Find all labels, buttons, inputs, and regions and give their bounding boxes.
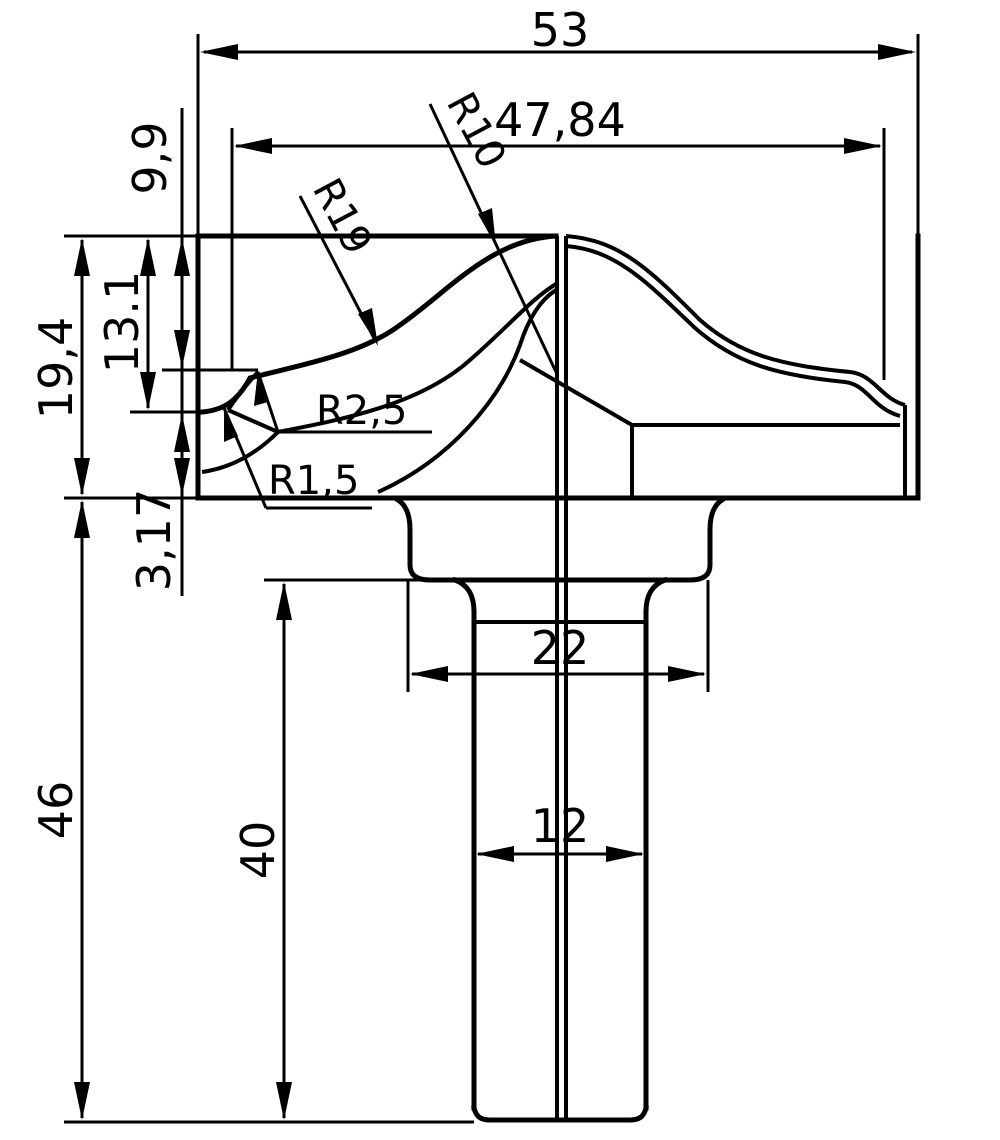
arrow-131-bottom	[140, 372, 156, 410]
arrow-131-top	[140, 238, 156, 276]
right-profile-inner	[565, 244, 901, 418]
shank-left-fillet	[451, 576, 477, 615]
arrow-53-right	[878, 44, 916, 60]
label-radius-r19: R19	[303, 171, 381, 262]
arrow-99-bottom	[174, 330, 190, 368]
label-height-9-9: 9,9	[123, 121, 177, 194]
arrow-46-bottom	[74, 1082, 90, 1120]
arrow-12-right	[606, 846, 644, 862]
arrow-53-left	[200, 44, 238, 60]
arrow-r15	[224, 406, 238, 442]
label-height-46: 46	[29, 781, 83, 840]
label-height-3-17: 3,17	[127, 489, 181, 591]
label-radius-r1-5: R1,5	[268, 458, 359, 504]
left-bead	[226, 370, 260, 412]
label-radius-r2-5: R2,5	[316, 388, 407, 434]
left-lower-sweep	[377, 288, 558, 494]
left-bead-chord	[227, 408, 279, 434]
arrow-r25	[254, 370, 268, 406]
label-height-13-1: 13.1	[95, 271, 149, 373]
arrow-r19	[358, 308, 378, 346]
label-shank-diameter: 12	[531, 799, 590, 853]
arrow-46-top	[74, 500, 90, 538]
shank-bottom-chamfer	[470, 1104, 650, 1123]
part-outline	[195, 233, 921, 1123]
arrow-22-right	[668, 666, 706, 682]
arrow-12-left	[476, 846, 514, 862]
arrow-317-bottom	[174, 458, 190, 496]
label-overall-width: 53	[531, 3, 590, 57]
shank-right-fillet	[643, 576, 669, 615]
label-collar-diameter: 22	[531, 621, 590, 675]
label-height-19-4: 19,4	[29, 317, 83, 419]
arrow-r10	[478, 208, 496, 246]
arrow-317-top	[174, 414, 190, 452]
arrow-99-top	[174, 238, 190, 276]
collar-outline	[394, 496, 726, 583]
arrow-4784-left	[234, 138, 272, 154]
dimension-labels: 53 47,84 22 12 9,9 19,4 13.1 3,17 46 40 …	[29, 3, 626, 879]
right-wedge-diagonal	[518, 358, 634, 427]
left-profile-inner	[201, 282, 558, 474]
label-inner-width: 47,84	[494, 93, 626, 147]
arrow-40-top	[276, 582, 292, 620]
dimension-lines	[74, 44, 916, 1120]
arrow-194-top	[74, 238, 90, 276]
extension-lines	[64, 34, 920, 1124]
arrow-4784-right	[844, 138, 882, 154]
arrow-194-bottom	[74, 458, 90, 496]
label-height-40: 40	[231, 821, 285, 880]
right-profile-outer	[565, 234, 906, 407]
arrow-40-bottom	[276, 1082, 292, 1120]
arrow-22-left	[410, 666, 448, 682]
